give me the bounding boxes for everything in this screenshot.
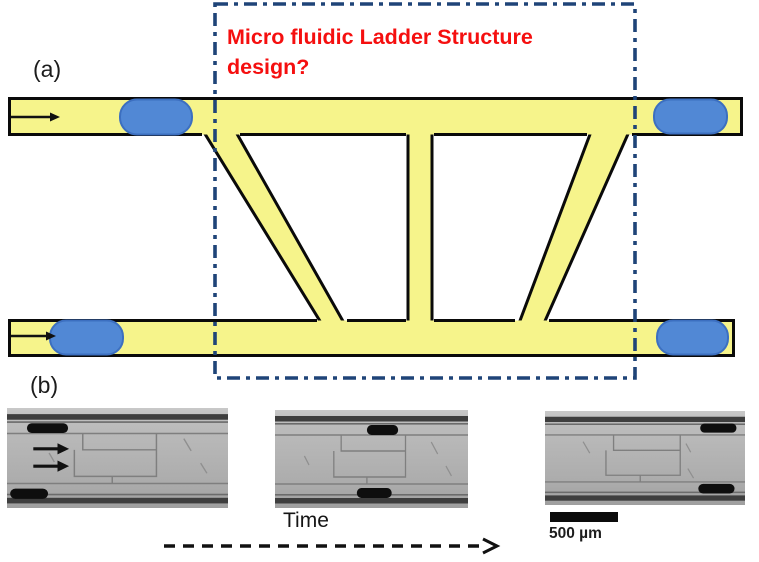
plug-top: [366, 425, 399, 435]
surface-scratches: [303, 441, 452, 477]
panel-b-label: (b): [30, 372, 59, 398]
annotation-text: Micro fluidic Ladder Structure design?: [227, 22, 607, 82]
plug-bottom: [10, 488, 49, 499]
channel-wall-top: [7, 414, 228, 420]
scale-bar-label: 500 µm: [549, 525, 602, 542]
droplet-top-left: [119, 98, 193, 136]
micrograph-frame-3: [545, 411, 745, 505]
annotation-line-1: Micro fluidic Ladder Structure: [227, 25, 533, 49]
channel-wall-bottom: [275, 498, 468, 504]
annotation-line-2: design?: [227, 55, 310, 79]
bottom-channel-border: [8, 319, 735, 357]
micrograph-frame-1: [7, 408, 228, 508]
surface-scratches: [48, 438, 208, 474]
panel-a-label: (a): [33, 56, 62, 82]
ladder-schematic: [8, 2, 743, 380]
ladder-rung-right-diagonal: [514, 123, 635, 332]
droplet-bottom-right: [656, 319, 729, 356]
bottom-channel-fill: [9, 320, 734, 356]
channel-edge-lines: [7, 432, 228, 485]
scale-bar: [550, 512, 618, 522]
ladder-rung-left-diagonal: [196, 123, 351, 332]
channel-wall-bottom-inner: [545, 491, 745, 494]
plug-top: [700, 423, 737, 433]
surface-scratches: [582, 441, 695, 479]
plug-bottom: [356, 488, 392, 498]
channel-wall-bottom: [545, 495, 745, 501]
channel-wall-bottom-inner: [7, 493, 228, 496]
flow-arrow-upper: [33, 443, 70, 455]
design-highlight-box: [213, 2, 637, 380]
plug-bottom: [698, 483, 735, 494]
ladder-channel-outline: [333, 435, 407, 484]
droplet-top-right: [653, 98, 728, 135]
inlet-arrow-top: [11, 112, 60, 122]
ladder-rung-middle: [406, 123, 434, 332]
channel-edge-lines: [545, 434, 745, 483]
flow-arrow-lower: [33, 460, 70, 472]
droplet-bottom-left: [49, 319, 124, 356]
channel-wall-top-inner: [545, 423, 745, 426]
channel-wall-top-inner: [7, 421, 228, 423]
time-label: Time: [283, 509, 329, 532]
channel-wall-bottom: [7, 497, 228, 504]
inlet-arrow-bottom: [11, 331, 56, 341]
ladder-channel-outline: [605, 434, 681, 482]
time-arrow: [164, 537, 501, 555]
top-channel-border: [8, 97, 743, 136]
plug-top: [26, 423, 69, 433]
channel-wall-top: [545, 416, 745, 423]
channel-wall-top: [275, 416, 468, 422]
ladder-channel-outline: [73, 433, 158, 484]
micrograph-frame-2: [275, 410, 468, 508]
channel-wall-top-inner: [275, 423, 468, 425]
